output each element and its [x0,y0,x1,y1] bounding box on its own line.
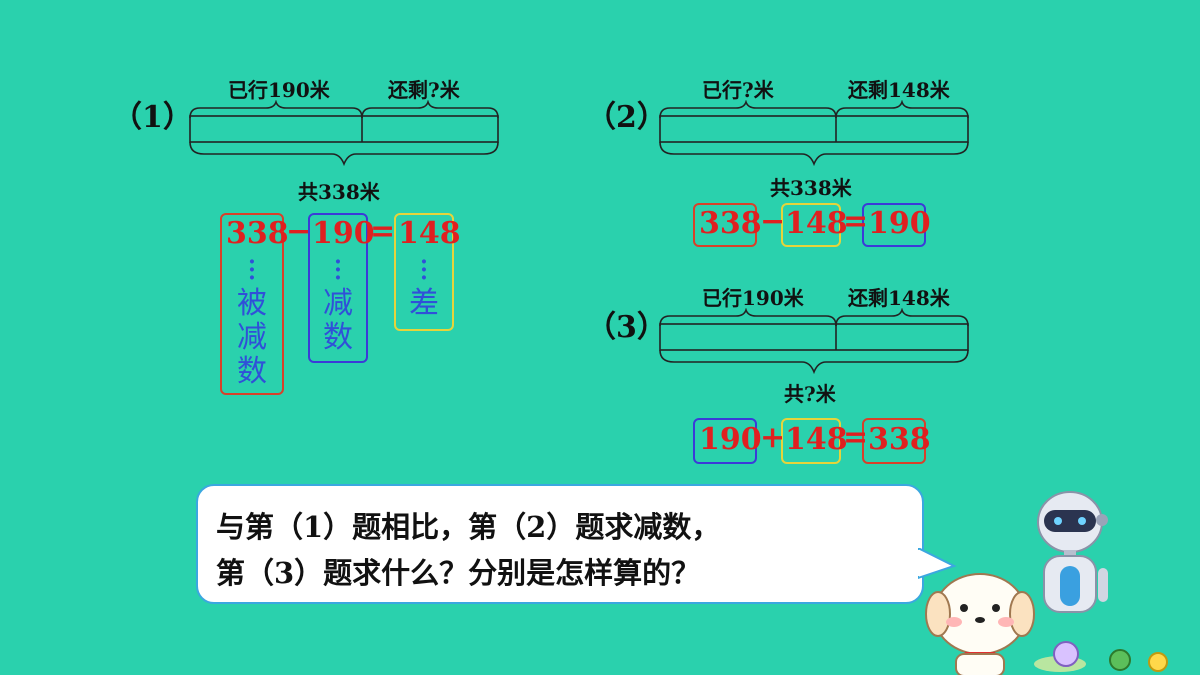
problem-2-top-left-brace [659,100,837,119]
problem-3-top-left-brace [659,308,837,327]
problem-2-c: 190 [868,206,931,241]
problem-1-top-left-brace [189,100,363,119]
snails-icon [1034,641,1168,672]
problem-1-difference: 148 [398,216,461,251]
minuend-box [220,213,284,395]
difference-term: 差 [409,286,439,321]
problem-2-b: 148 [785,206,848,241]
problem-2-equals: = [843,204,869,239]
problem-2-index: （2） [586,100,667,135]
problem-1-bottom-label: 共338米 [298,180,380,204]
problem-3-top-right-brace [835,308,969,327]
problem-1-segment-diagram [189,100,499,167]
puppy-icon [925,573,1035,675]
problem-2-c-box [862,203,926,247]
problem-3-b-box [781,418,841,464]
problem-2-top-right-label: 还剩148米 [848,78,950,102]
problem-3-c: 338 [868,422,931,457]
problem-2-bar [659,115,969,143]
bubble-line-2: 第（3）题求什么？分别是怎样算的？ [216,556,701,590]
subtrahend-term: 减数 [323,286,353,355]
problem-3-a: 190 [699,422,762,457]
problem-3-bottom-brace [659,349,969,375]
problem-2-b-box [781,203,841,247]
problem-1-top-right-brace [361,100,499,119]
problem-2-top-left-label: 已行?米 [702,78,774,102]
problem-3-top-left-label: 已行190米 [702,286,804,310]
problem-2-a-box [693,203,757,247]
problem-2-bottom-label: 共338米 [770,176,852,200]
robot-icon [1037,491,1108,613]
difference-dots: ··· [420,249,428,291]
difference-box [394,213,454,331]
problem-1-bottom-brace [189,141,499,167]
problem-2-bottom-brace [659,141,969,167]
problem-3-index: （3） [586,310,667,345]
problem-3-a-box [693,418,757,464]
problem-3-bar [659,323,969,351]
problem-1-bar [189,115,499,143]
problem-3-equals: = [843,420,869,455]
problem-3-segment-diagram [659,308,969,375]
problem-2-segment-diagram [659,100,969,167]
minuend-dots: ··· [248,249,256,291]
problem-3-bottom-label: 共?米 [784,382,836,406]
problem-1-top-left-label: 已行190米 [228,78,330,102]
problem-3-top-right-label: 还剩148米 [848,286,950,310]
problem-2-a: 338 [699,206,762,241]
problem-1-subtrahend: 190 [312,216,375,251]
subtrahend-box [308,213,368,363]
problem-1-index: （1） [112,100,193,135]
problem-3-b: 148 [785,422,848,457]
problem-1-minuend: 338 [226,216,289,251]
problem-1-top-right-label: 还剩?米 [388,78,460,102]
problem-3-c-box [862,418,926,464]
problem-2-operator: − [760,204,786,239]
problem-2-top-right-brace [835,100,969,119]
bubble-line-1: 与第（1）题相比，第（2）题求减数， [216,510,721,544]
speech-bubble: 与第（1）题相比，第（2）题求减数， 第（3）题求什么？分别是怎样算的？ [196,484,924,604]
problem-3-operator: + [760,420,786,455]
minuend-term: 被减数 [237,286,267,389]
speech-bubble-tail [918,548,957,580]
subtrahend-dots: ··· [334,249,342,291]
problem-1-equals: = [370,214,396,249]
problem-1-operator: − [286,214,312,249]
